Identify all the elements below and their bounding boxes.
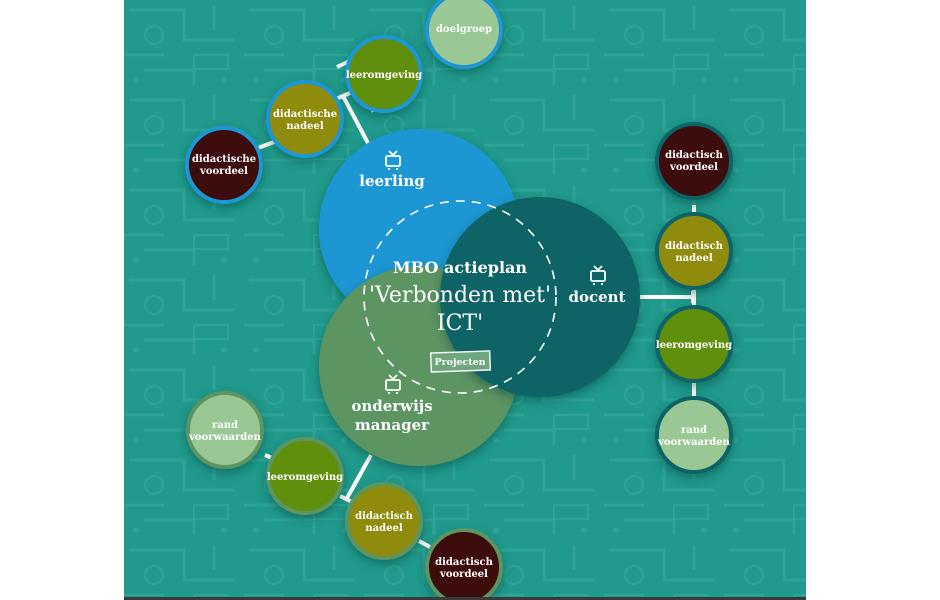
subtitle-line2: ICT' <box>437 311 483 336</box>
node-label: leeromgeving <box>267 472 343 483</box>
node-manager-didactisch-nadeel[interactable]: didactisch nadeel <box>345 482 423 560</box>
node-label-line2: voordeel <box>439 569 488 580</box>
node-label-line2: nadeel <box>675 253 712 264</box>
node-leerling-doelgroep[interactable]: doelgroep <box>425 0 503 69</box>
manager-label-line1: onderwijs <box>351 397 432 415</box>
node-label-line2: voorwaarden <box>657 437 731 448</box>
manager-label-line2: manager <box>355 416 430 434</box>
node-label-line2: nadeel <box>286 121 323 132</box>
connector-manager-main <box>344 454 373 501</box>
node-label-line2: voordeel <box>199 166 248 177</box>
node-docent-leeromgeving[interactable]: leeromgeving <box>655 305 733 383</box>
page-title: MBO actieplan <box>393 258 527 277</box>
node-label-line1: didactisch <box>665 241 723 252</box>
tv-icon-docent <box>590 265 606 285</box>
node-docent-didactisch-nadeel[interactable]: didactisch nadeel <box>655 212 733 290</box>
node-label-line1: didactisch <box>435 557 493 568</box>
node-label-line1: didactische <box>192 154 256 165</box>
node-label: doelgroep <box>436 24 492 35</box>
node-label-line2: voorwaarden <box>188 432 262 443</box>
node-docent-rand-voorwaarden[interactable]: rand voorwaarden <box>655 396 733 474</box>
node-label: leeromgeving <box>656 340 732 351</box>
node-label: leeromgeving <box>346 70 422 81</box>
connector-leerling-main <box>341 95 371 146</box>
tv-icon-manager <box>385 374 401 394</box>
node-label-line1: rand <box>212 420 238 431</box>
node-docent-didactisch-voordeel[interactable]: didactisch voordeel <box>655 122 733 200</box>
node-leerling-didactische-voordeel[interactable]: didactische voordeel <box>185 126 263 204</box>
projecten-button[interactable]: Projecten <box>429 350 492 373</box>
docent-circle[interactable] <box>440 197 640 397</box>
node-label-line2: voordeel <box>669 162 718 173</box>
projecten-button-label: Projecten <box>434 357 485 368</box>
docent-label: docent <box>568 288 625 306</box>
node-label-line2: nadeel <box>365 523 402 534</box>
node-manager-leeromgeving[interactable]: leeromgeving <box>266 437 344 515</box>
center-dashed-ring <box>363 200 557 394</box>
node-leerling-leeromgeving[interactable]: leeromgeving <box>345 35 423 113</box>
node-label-line1: didactische <box>273 109 337 120</box>
node-label-line1: didactisch <box>355 511 413 522</box>
bottom-scrollbar <box>124 597 806 600</box>
leerling-label: leerling <box>359 172 425 190</box>
node-manager-rand-voorwaarden[interactable]: rand voorwaarden <box>186 391 264 469</box>
subtitle-line1: 'Verbonden met' <box>369 283 551 308</box>
node-label-line1: didactisch <box>665 150 723 161</box>
node-label-line1: rand <box>681 425 707 436</box>
node-manager-didactisch-voordeel[interactable]: didactisch voordeel <box>425 528 503 597</box>
diagram-canvas: leerling docent onderwijs manager MBO ac… <box>124 0 806 597</box>
diagram-stage: leerling docent onderwijs manager MBO ac… <box>124 0 806 597</box>
node-leerling-didactische-nadeel[interactable]: didactische nadeel <box>266 80 344 158</box>
tv-icon-leerling <box>385 150 401 170</box>
connector-manager-3 <box>418 539 431 549</box>
